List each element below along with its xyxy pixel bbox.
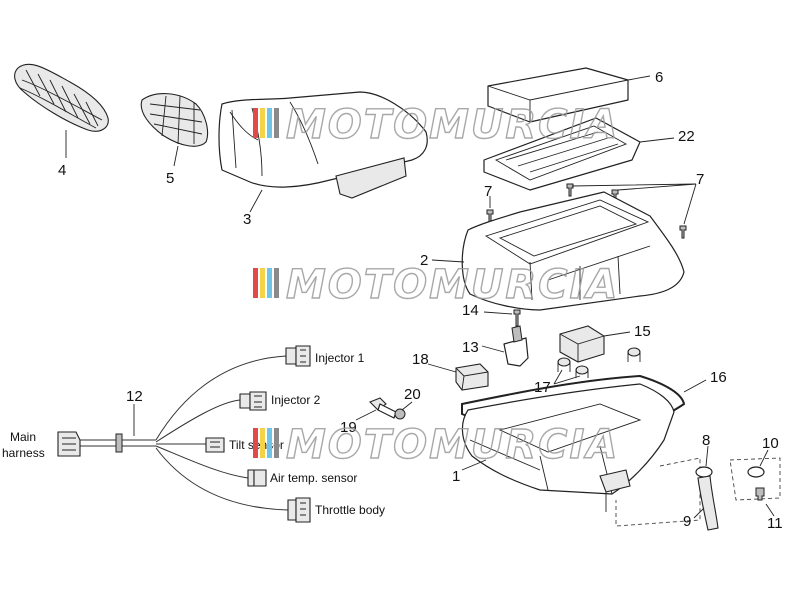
part-17-grommets (557, 347, 641, 378)
watermark-bar (260, 268, 265, 298)
callout-15: 15 (634, 323, 651, 340)
watermark-top: MOTOMURCIA (253, 101, 619, 149)
part-10-clip (747, 466, 765, 478)
callout-5: 5 (166, 170, 174, 187)
label-injector-1: Injector 1 (315, 351, 365, 365)
part-20-nut (394, 408, 406, 420)
air-temp-sensor-connector (247, 469, 267, 487)
watermark-bottom: MOTOMURCIA (253, 421, 619, 469)
callout-22: 22 (678, 128, 695, 145)
detail-box-10-11 (729, 457, 781, 501)
part-9-drain-hose (697, 475, 719, 531)
callout-7-right: 7 (696, 171, 704, 188)
watermark-bar (267, 108, 272, 138)
watermark-bar (274, 108, 279, 138)
label-main-harness-line2: harness (2, 446, 45, 460)
callout-8: 8 (702, 432, 710, 449)
callout-10: 10 (762, 435, 779, 452)
callout-4: 4 (58, 162, 66, 179)
injector-2-connector (239, 391, 267, 411)
callout-18: 18 (412, 351, 429, 368)
watermark-bar (253, 108, 258, 138)
watermark-bar (253, 268, 258, 298)
part-15-bracket (559, 325, 605, 363)
watermark-bar (267, 428, 272, 458)
callout-1: 1 (452, 468, 460, 485)
part-1-airbox-base (461, 383, 675, 512)
part-18-block (455, 363, 489, 391)
callout-2: 2 (420, 252, 428, 269)
part-14-screw (513, 309, 521, 327)
callout-7-left: 7 (484, 183, 492, 200)
part-2-airbox-housing (461, 191, 685, 311)
part-8-clamp (695, 466, 713, 478)
watermark-bar (253, 428, 258, 458)
part-12-wiring-harness (80, 355, 289, 511)
watermark-middle: MOTOMURCIA (253, 261, 619, 309)
part-4-intake-mesh (14, 63, 109, 132)
callout-13: 13 (462, 339, 479, 356)
watermark-bar (274, 428, 279, 458)
part-13-sensor (503, 325, 529, 367)
callout-20: 20 (404, 386, 421, 403)
watermark-bar (267, 268, 272, 298)
label-throttle-body: Throttle body (315, 503, 385, 517)
label-air-temp-sensor: Air temp. sensor (270, 471, 357, 485)
throttle-body-connector (287, 497, 311, 523)
callout-16: 16 (710, 369, 727, 386)
part-11-plug (755, 487, 765, 501)
injector-1-connector (285, 345, 311, 367)
part-5-intake-grille (140, 93, 209, 147)
watermark-text: MOTOMURCIA (286, 262, 619, 308)
main-harness-connector (57, 431, 81, 457)
callout-19: 19 (340, 419, 357, 436)
label-main-harness-line1: Main (10, 430, 36, 444)
callout-9: 9 (683, 513, 691, 530)
watermark-text: MOTOMURCIA (286, 422, 619, 468)
callout-3: 3 (243, 211, 251, 228)
part-6-air-filter (487, 67, 629, 123)
callout-12: 12 (126, 388, 143, 405)
watermark-bar (274, 268, 279, 298)
watermark-bar (260, 108, 265, 138)
callout-14: 14 (462, 302, 479, 319)
watermark-text: MOTOMURCIA (286, 102, 619, 148)
tilt-sensor-connector (205, 437, 225, 453)
label-injector-2: Injector 2 (271, 393, 321, 407)
callout-6: 6 (655, 69, 663, 86)
part-22-filter-frame (483, 117, 641, 191)
watermark-bar (260, 428, 265, 458)
callout-11: 11 (767, 515, 783, 532)
part-19-temp-sensor (369, 397, 397, 419)
